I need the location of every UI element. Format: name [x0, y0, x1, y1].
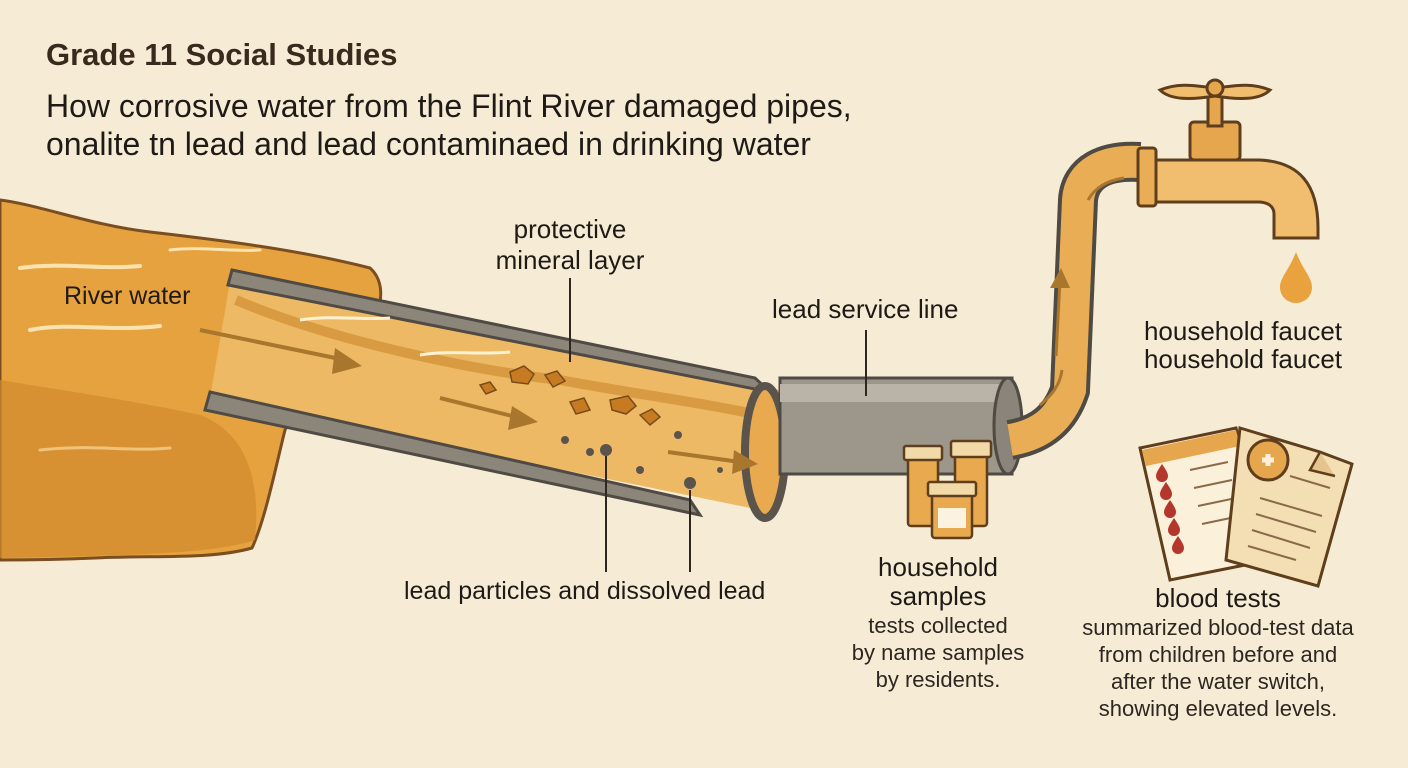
label-lead-particles: lead particles and dissolved lead	[404, 577, 766, 605]
blood-desc-3: after the water switch,	[1111, 669, 1325, 694]
leader-lines	[569, 278, 867, 572]
subtitle-line-1: How corrosive water from the Flint River…	[46, 88, 852, 124]
label-faucet-1: household faucet	[1143, 316, 1343, 346]
blood-desc-4: showing elevated levels.	[1098, 696, 1338, 721]
label-blood-tests: blood tests	[1155, 583, 1281, 613]
samples-desc-1: tests collected	[868, 613, 1008, 638]
blood-test-documents	[1138, 426, 1354, 588]
label-faucet-2: household faucet	[1143, 344, 1343, 374]
samples-desc-2: by name samples	[851, 640, 1025, 665]
faucet-illustration	[1136, 78, 1320, 303]
sample-bottles-illustration	[902, 439, 993, 540]
label-river-water: River water	[64, 282, 191, 310]
label-lead-service-line: lead service line	[772, 294, 959, 324]
label-mineral-layer-1: protective	[513, 214, 627, 244]
riser-pipe	[1006, 141, 1142, 460]
corroded-pipe-cutaway	[199, 268, 789, 522]
label-samples-1: household	[878, 552, 998, 582]
blood-desc-2: from children before and	[1098, 642, 1338, 667]
label-samples-2: samples	[889, 581, 987, 611]
subtitle-line-2: onalite tn lead and lead contaminaed in …	[46, 126, 811, 162]
page-title: Grade 11 Social Studies	[46, 37, 398, 72]
blood-desc-1: summarized blood-test data	[1082, 615, 1354, 640]
samples-desc-3: by residents.	[875, 667, 1001, 692]
label-mineral-layer-2: mineral layer	[495, 245, 645, 275]
